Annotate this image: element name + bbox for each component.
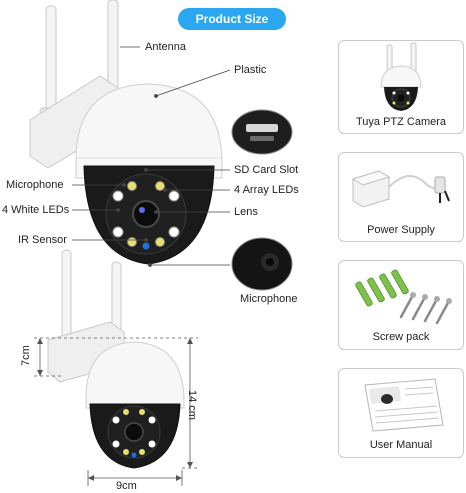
- callout-lines: [72, 46, 231, 267]
- package-card-power-supply: Power Supply: [338, 152, 464, 242]
- package-card-camera: Tuya PTZ Camera: [338, 40, 464, 134]
- dimension-arrows: [37, 338, 193, 481]
- package-card-screw-pack: Screw pack: [338, 260, 464, 350]
- label-sd-card-slot: SD Card Slot: [234, 164, 299, 176]
- package-label-power-supply: Power Supply: [367, 224, 435, 236]
- label-plastic: Plastic: [234, 64, 267, 76]
- label-microphone-detail: Microphone: [240, 293, 298, 305]
- dimension-camera-width: 9cm: [116, 480, 137, 492]
- screws-icon: [355, 269, 452, 325]
- lens: [132, 200, 160, 228]
- label-white-leds: 4 White LEDs: [2, 204, 70, 216]
- array-leds: [127, 181, 165, 247]
- package-label-screw-pack: Screw pack: [372, 331, 430, 343]
- package-card-user-manual: User Manual: [338, 368, 464, 458]
- sd-card-slot-detail: [231, 109, 293, 155]
- package-label-camera: Tuya PTZ Camera: [355, 116, 447, 128]
- label-microphone: Microphone: [6, 179, 64, 191]
- camera-icon: [380, 42, 422, 111]
- label-lens: Lens: [234, 206, 258, 218]
- lens-glint: [139, 207, 145, 213]
- dimension-camera-height: 14 cm: [186, 390, 198, 420]
- manual-icon: [364, 378, 444, 432]
- dimension-antenna-height: 7cm: [20, 345, 32, 366]
- dome-shell: [75, 83, 223, 179]
- dimension-lines: [34, 337, 198, 486]
- label-array-leds: 4 Array LEDs: [234, 184, 299, 196]
- microphone-detail: [231, 237, 293, 291]
- label-ir-sensor: IR Sensor: [18, 234, 67, 246]
- package-label-user-manual: User Manual: [369, 439, 433, 451]
- power-adapter-icon: [351, 170, 450, 208]
- white-leds: [112, 190, 180, 238]
- ir-sensor: [142, 242, 150, 250]
- product-size-title: Product Size: [178, 8, 286, 30]
- label-antenna: Antenna: [145, 41, 186, 53]
